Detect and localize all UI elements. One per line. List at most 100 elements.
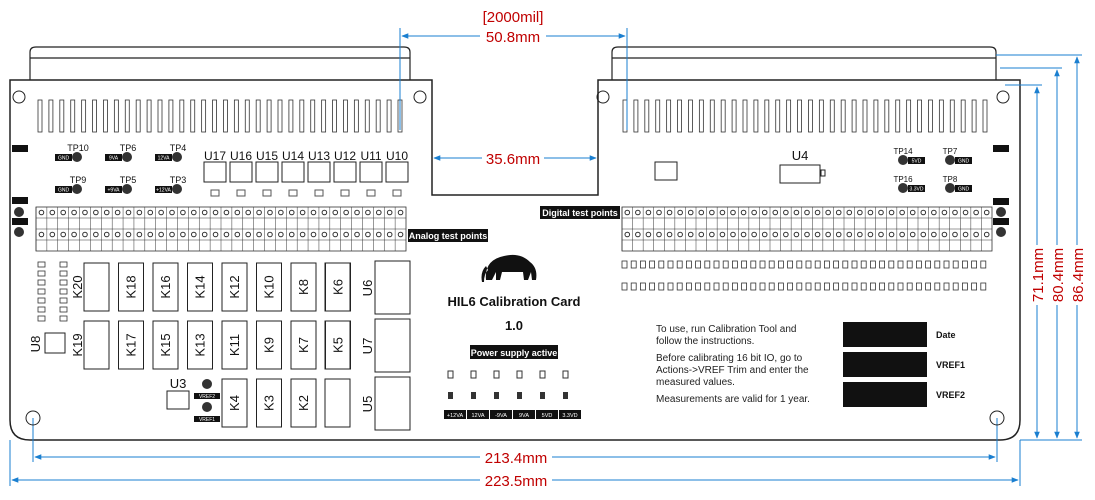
connector-pin: [113, 99, 119, 133]
connector-pin: [949, 99, 955, 133]
power-rail-0: +12VA: [447, 413, 464, 419]
test-point-tag-bg: [955, 185, 972, 192]
test-pad: [952, 209, 958, 216]
connector-pin: [299, 99, 305, 133]
power-rail-1: 12VA: [471, 413, 484, 419]
test-pad: [190, 209, 197, 216]
test-pad: [825, 209, 831, 216]
power-rail-tag-bg: [513, 410, 535, 419]
relay-label: K12: [227, 275, 242, 298]
test-point-pad: [172, 152, 182, 162]
resistor: [805, 260, 812, 269]
test-point-label: TP10: [67, 143, 89, 153]
relay-label: K3: [262, 395, 277, 411]
power-rail-2: -9VA: [495, 413, 507, 419]
led: [562, 370, 569, 379]
test-pad: [793, 231, 800, 238]
resistor: [971, 260, 977, 269]
resistor: [962, 260, 968, 269]
field-label-vref1: VREF1: [936, 360, 965, 370]
resistor: [759, 282, 766, 291]
board-version: 1.0: [505, 318, 523, 333]
test-pad: [740, 209, 747, 216]
test-pad: [973, 209, 979, 216]
dim-86: 86.4mm: [1070, 248, 1087, 302]
dim-50-8: 50.8mm: [486, 29, 540, 46]
resistor: [732, 260, 738, 269]
connector-pin: [698, 99, 704, 133]
test-pad: [223, 209, 230, 216]
power-rail-5: 3.3VD: [562, 413, 577, 419]
test-pad: [49, 209, 56, 216]
resistor: [37, 315, 46, 322]
connector-pin: [797, 99, 802, 133]
capacitor: [366, 189, 376, 197]
resistor: [704, 260, 711, 269]
connector-pin: [753, 99, 759, 133]
resistor: [833, 282, 839, 291]
capacitor: [262, 189, 272, 197]
test-pad: [288, 209, 295, 216]
dim-71: 71.1mm: [1030, 248, 1047, 302]
regulator-label: U13: [308, 149, 330, 163]
connector-pin: [971, 99, 977, 133]
test-point-tag: 9VA: [109, 156, 119, 162]
capacitor: [392, 189, 402, 197]
test-point-pad: [72, 152, 82, 162]
test-pad: [201, 209, 208, 216]
vref2-tag: VREF2: [199, 394, 215, 400]
module-u6: [374, 260, 411, 315]
test-pad: [931, 209, 937, 216]
analog-test-points-label: Analog test points: [409, 231, 488, 241]
test-pad: [645, 209, 652, 216]
resistor: [704, 282, 711, 291]
test-point-label: TP9: [70, 175, 87, 185]
connector-pin: [48, 99, 54, 133]
test-pad: [180, 231, 186, 238]
relay-k19: [83, 320, 110, 370]
test-point-pad: [72, 184, 82, 194]
resistor: [621, 260, 628, 269]
connector-pin: [666, 99, 672, 133]
connector-pin: [851, 99, 857, 133]
relay-label: K19: [70, 333, 85, 356]
test-pad: [857, 209, 863, 216]
test-pad: [245, 231, 252, 238]
test-point-tag: +9VA: [108, 188, 121, 194]
test-point-tag-bg: [955, 157, 972, 164]
test-pad: [201, 231, 208, 238]
led-resistor: [517, 392, 522, 399]
resistor: [713, 282, 720, 291]
test-point-pad: [898, 183, 908, 193]
test-pad: [783, 209, 789, 216]
test-pad: [365, 209, 371, 216]
connector-pin: [146, 99, 152, 133]
connector-pin: [938, 99, 944, 133]
dim-notch: 35.6mm: [486, 151, 540, 168]
relay-empty: [324, 378, 351, 428]
gnd-tag: [12, 218, 28, 225]
regulator-u16: [229, 161, 253, 183]
test-pad: [687, 231, 694, 238]
relay-label: K2: [296, 395, 311, 411]
test-pad: [93, 209, 99, 216]
test-point-label: TP7: [943, 147, 958, 156]
resistor: [824, 260, 830, 269]
test-pad: [909, 231, 916, 238]
connector-pin: [375, 99, 381, 133]
connector-pin: [364, 99, 370, 133]
relay-label: K20: [70, 275, 85, 298]
test-pad: [772, 209, 779, 216]
relay-label: K6: [331, 279, 346, 295]
resistor: [750, 260, 757, 269]
instruction-3: Measurements are valid for 1 year.: [656, 394, 810, 405]
connector-pin: [92, 99, 97, 133]
regulator-label: U14: [282, 149, 304, 163]
relay-k18: [118, 262, 144, 312]
test-point-pad: [122, 152, 132, 162]
test-pad: [71, 231, 77, 238]
field-box: [843, 382, 927, 407]
test-pad: [71, 209, 77, 216]
test-pad: [82, 231, 88, 238]
relay-label: K5: [331, 337, 346, 353]
